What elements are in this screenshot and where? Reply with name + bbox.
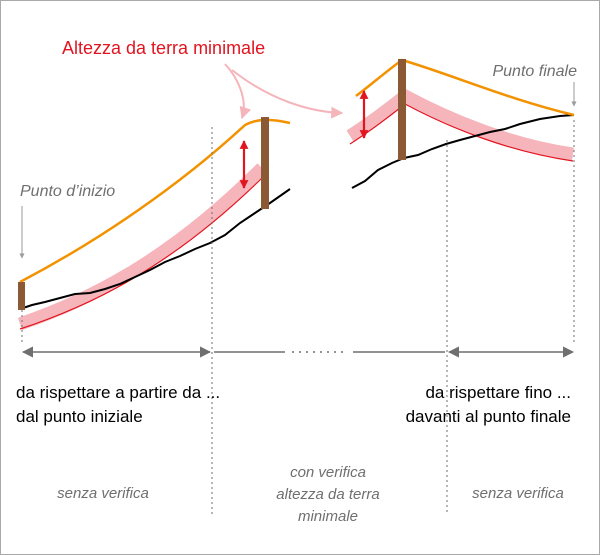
cable-right — [355, 58, 575, 117]
zone-left-label: senza verifica — [57, 485, 149, 502]
respect-until-line1: da rispettare fino ... — [425, 383, 571, 402]
terrain-right — [351, 114, 575, 189]
end-point-label: Punto finale — [492, 63, 577, 80]
pole-left-support — [261, 117, 269, 209]
clearance-band-left — [17, 163, 267, 331]
pointer-arrow-right — [231, 69, 344, 119]
zone-middle-line2: altezza da terra — [276, 486, 379, 503]
respect-until-line2: davanti al punto finale — [406, 407, 571, 426]
zone-middle-line1: con verifica — [290, 464, 366, 481]
pole-start — [18, 282, 25, 310]
start-point-label: Punto d’inizio — [20, 183, 115, 200]
zone-middle-line3: minimale — [298, 508, 358, 525]
pointer-arrow-left — [224, 63, 252, 120]
terrain-left — [19, 188, 291, 310]
clearance-band-right — [346, 88, 574, 161]
min-height-title: Altezza da terra minimale — [62, 38, 265, 58]
respect-from-line2: dal punto iniziale — [16, 407, 143, 426]
zone-right-label: senza verifica — [472, 485, 564, 502]
clearance-line-right — [349, 103, 574, 162]
pole-right-support — [398, 59, 406, 160]
respect-from-line1: da rispettare a partire da ... — [16, 383, 220, 402]
